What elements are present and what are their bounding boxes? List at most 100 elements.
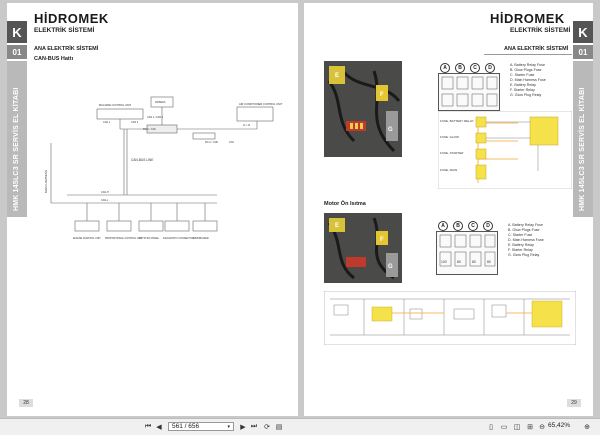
legend-bottom-c: C. Starter Fuse [508, 233, 533, 237]
wire-label-8: RC-C / CN5 [205, 141, 218, 144]
box-label-2: PROPORTIONAL CONTROL UNIT [105, 237, 143, 240]
brand-logo: HİDROMEK [490, 11, 565, 26]
section-title: ANA ELEKTRİK SİSTEMİ [504, 46, 569, 52]
page-number: 29 [567, 399, 581, 407]
legend-top-e: E. Battery Relay [510, 83, 536, 87]
previous-page-icon[interactable]: ◀ [156, 424, 162, 431]
wire-label-2: CAN 1 [103, 121, 111, 124]
photo-label-f: F [380, 237, 384, 243]
side-band: HMK 145LC3 SR SERVİS EL KİTABI [573, 61, 593, 217]
box-label-3: JOYSTICK PANEL [139, 237, 160, 240]
wire-label-9: CN1 [229, 141, 234, 144]
page-subtitle: ELEKTRİK SİSTEMİ [34, 27, 95, 34]
legend-top-f: F. Starter Relay [510, 88, 535, 92]
photo-label-g: G [388, 264, 393, 270]
zoom-out-icon[interactable]: ⊖ [539, 424, 545, 431]
pdf-viewer-toolbar: ⏮ ◀ 561 / 656 ▾ ▶ ⏭ ⟳ ▤ ▯ ▭ ◫ ⊞ ⊖ 65,42%… [0, 418, 600, 435]
fuse-label-d: D [485, 63, 495, 73]
chapter-tab-number: 01 [7, 45, 27, 59]
glow-wiring-schematic-top: FUSE, BATTERY RELAY FUSE, GLOW FUSE, STA… [438, 111, 572, 189]
single-page-icon[interactable]: ▯ [489, 424, 493, 431]
fit-width-icon[interactable]: ⊞ [527, 424, 533, 431]
photo-label-e: E [335, 73, 339, 79]
page-dropdown-icon[interactable]: ▾ [227, 423, 230, 430]
engine-relay-photo-top: E F G [324, 61, 402, 157]
box-label-1: ENGINE CONTROL UNIT [73, 237, 101, 240]
fuse-label-a: A [440, 63, 450, 73]
chapter-tab-number: 01 [573, 45, 593, 59]
opera-label: OPERA [155, 100, 166, 104]
ac-control-box [236, 106, 274, 122]
left-page: HİDROMEK ELEKTRİK SİSTEMİ K 01 HMK 145LC… [7, 3, 298, 416]
fuse-box-bottom: 100 80 80 80 [436, 231, 498, 275]
chapter-tab-letter: K [573, 21, 593, 43]
page-subtitle: ELEKTRİK SİSTEMİ [510, 27, 571, 34]
legend-top-g: G. Glow Plug Relay [510, 93, 542, 97]
rotate-view-icon[interactable]: ⟳ [264, 424, 270, 431]
fuse-label-a: A [438, 221, 448, 231]
chapter-tab-letter: K [7, 21, 27, 43]
page-number-input[interactable]: 561 / 656 ▾ [168, 422, 234, 431]
legend-top-c: C. Starter Fuse [510, 73, 535, 77]
engine-relay-photo-bottom: E F G [324, 213, 402, 283]
side-manual-title: HMK 145LC3 SR SERVİS EL KİTABI [579, 87, 586, 211]
wire-label-6: CAN-L [101, 199, 109, 202]
canbus-diagram: OPERA MACHINE CONTROL UNIT AIR CONDITION… [44, 96, 283, 240]
first-page-icon[interactable]: ⏮ [144, 423, 152, 430]
next-page-icon[interactable]: ▶ [240, 424, 246, 431]
fuse-label-c: C [470, 63, 480, 73]
section2-title: Motor Ön Isıtma [324, 201, 366, 207]
glow-wiring-schematic-bottom [324, 291, 576, 345]
wiring-label-1: FUSE, BATTERY RELAY [440, 119, 474, 123]
zoom-level[interactable]: 65,42% [548, 422, 571, 429]
legend-top-d: D. Main Harness Fuse [510, 78, 546, 82]
wiring-label-3: FUSE, STARTER [440, 151, 464, 155]
legend-bottom-a: A. Battery Relay Fuse [508, 223, 543, 227]
legend-bottom-d: D. Main Harness Fuse [508, 238, 544, 242]
box-label-4: DIAGNOSTIC CONNECTOR [163, 237, 194, 240]
last-page-icon[interactable]: ⏭ [250, 423, 258, 430]
wire-label-5: CAN-H [101, 191, 109, 194]
main-harness-label: MAIN HARNESS [44, 170, 48, 193]
fuse-value-c: 80 [472, 260, 476, 264]
page-number-value: 561 / 656 [172, 423, 200, 430]
page-number: 28 [19, 399, 33, 407]
wire-label-4: J1 / J2 [243, 124, 251, 127]
wiring-label-2: FUSE, GLOW [440, 135, 459, 139]
wire-label-3: CAN 2 [131, 121, 139, 124]
photo-label-f: F [380, 92, 384, 98]
legend-top-b: B. Glow Plugs Fuse [510, 68, 542, 72]
fuse-value-b: 80 [457, 260, 461, 264]
section-title: ANA ELEKTRİK SİSTEMİ [34, 46, 99, 52]
box-label-5: IMMOBILIZER [193, 237, 209, 240]
right-page: HİDROMEK ELEKTRİK SİSTEMİ K 01 HMK 145LC… [304, 3, 593, 416]
legend-bottom-e: E. Battery Relay [508, 243, 534, 247]
fuse-label-b: B [453, 221, 463, 231]
canbus-line-label: CAN-BUS LINE [131, 158, 153, 162]
continuous-icon[interactable]: ▭ [500, 424, 508, 431]
side-manual-title: HMK 145LC3 SR SERVİS EL KİTABI [13, 87, 20, 211]
fuse-value-d: 80 [487, 260, 491, 264]
wire-label-1: CAN 1 / CAN 2 [147, 116, 164, 119]
brand-logo: HİDROMEK [34, 11, 109, 26]
fuse-label-d: D [483, 221, 493, 231]
machine-control-label: MACHINE CONTROL UNIT [99, 103, 131, 107]
section-subtitle: CAN-BUS Hattı [34, 56, 74, 62]
zoom-in-icon[interactable]: ⊕ [584, 424, 590, 431]
wiring-label-4: FUSE, MAIN [440, 168, 457, 172]
fuse-value-a: 100 [441, 260, 447, 264]
machine-control-box [96, 108, 144, 120]
facing-pages-icon[interactable]: ◫ [513, 424, 521, 431]
legend-bottom-f: F. Starter Relay [508, 248, 533, 252]
side-band: HMK 145LC3 SR SERVİS EL KİTABI [7, 61, 27, 217]
fuse-label-c: C [468, 221, 478, 231]
photo-label-g: G [388, 127, 393, 133]
page-view-icon[interactable]: ▤ [275, 424, 283, 431]
legend-bottom-g: G. Glow Plug Relay [508, 253, 540, 257]
legend-bottom-b: B. Glow Plugs Fuse [508, 228, 540, 232]
photo-label-e: E [335, 223, 339, 229]
fuse-box-top [438, 73, 500, 111]
legend-top-a: A. Battery Relay Fuse [510, 63, 545, 67]
wire-label-7: RC-C / CN1 [143, 128, 156, 131]
ac-control-label: AIR CONDITIONER CONTROL UNIT [239, 102, 283, 106]
